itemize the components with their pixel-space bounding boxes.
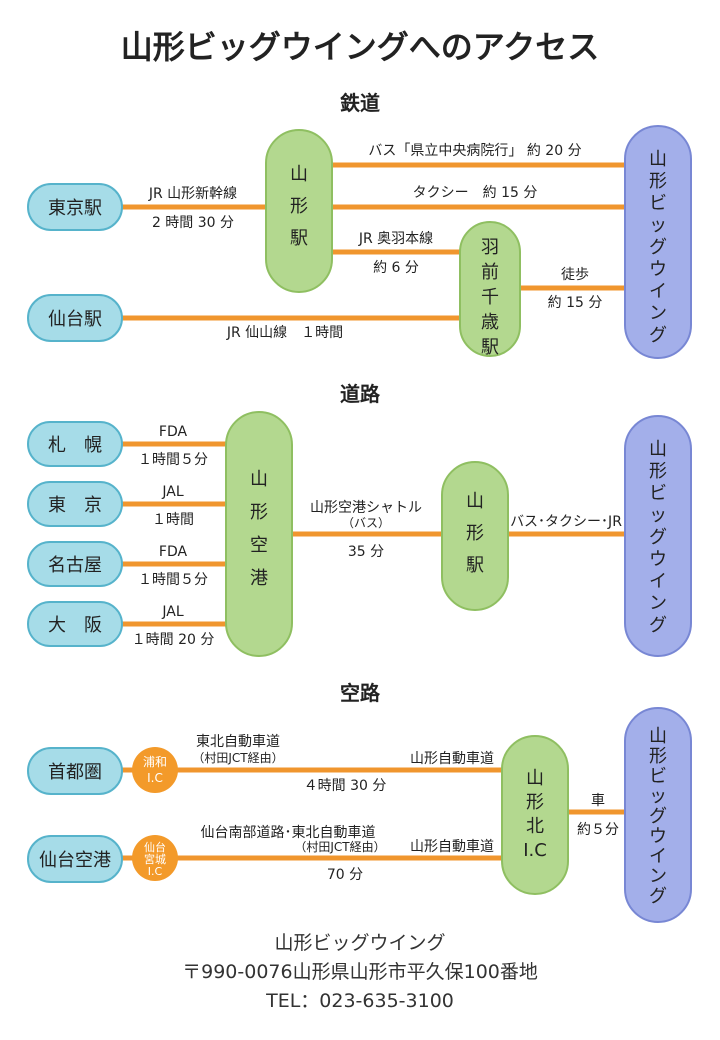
shuttle-label: 山形空港シャトル xyxy=(310,500,422,516)
origin-tokyo: 東 京 xyxy=(27,481,123,527)
time-2: 70 分 xyxy=(327,867,363,883)
flight-3-airline: FDA xyxy=(159,544,188,560)
origin-osaka: 大 阪 xyxy=(27,601,123,647)
air-route-labels: 東北自動車道 （村田JCT経由） 山形自動車道 ４時間 30 分 仙台南部道路･… xyxy=(192,733,619,883)
origin-sendai-station: 仙台駅 xyxy=(27,294,123,342)
access-diagram: 山形ビッグウイングへのアクセス 鉄道 JR 山形新幹線 2 時間 30 分 バス… xyxy=(27,28,692,923)
origin-tokyo-station-label: 東京駅 xyxy=(48,198,102,219)
hub-yamagata-station-label: 山形駅 xyxy=(290,164,308,249)
bus-label: バス「県立中央病院行」 約 20 分 xyxy=(368,143,581,159)
hub-yamagata-airport: 山形空港 xyxy=(225,411,293,657)
senzan-label: JR 仙山線 １時間 xyxy=(226,325,343,341)
air-lines xyxy=(115,767,630,861)
hub-yamagata-kita-ic: 山 形 北 I.C xyxy=(501,735,569,895)
sendai-nanbu-label: 仙台南部道路･東北自動車道 xyxy=(201,824,376,841)
air-heading: 空路 xyxy=(340,681,381,705)
footer-name: 山形ビッグウイング xyxy=(274,932,446,954)
ic-sendai-miyagi-line1: 仙台 xyxy=(144,840,166,854)
flight-1-airline: FDA xyxy=(159,424,188,440)
origin-tokyo-label: 東 京 xyxy=(48,495,102,516)
page-title: 山形ビッグウイングへのアクセス xyxy=(121,28,599,66)
shuttle-sub: （バス） xyxy=(342,516,390,530)
origin-tokyo-station: 東京駅 xyxy=(27,183,123,231)
shinkansen-label: JR 山形新幹線 xyxy=(148,185,237,202)
tohoku-sub: （村田JCT経由） xyxy=(192,751,283,765)
walk-label: 徒歩 xyxy=(561,267,589,283)
footer-tel: TEL：023-635-3100 xyxy=(266,990,454,1012)
origin-nagoya-label: 名古屋 xyxy=(48,555,102,576)
road-lines xyxy=(115,441,630,627)
footer-address: 〒990-0076山形県山形市平久保100番地 xyxy=(182,961,538,983)
railway-heading: 鉄道 xyxy=(340,91,380,115)
car-label: 車 xyxy=(591,792,605,809)
origin-osaka-label: 大 阪 xyxy=(48,615,102,636)
last-leg-label: バス･タクシー･JR xyxy=(510,514,622,530)
sendai-sub: （村田JCT経由） xyxy=(294,840,385,854)
origin-shutoken: 首都圏 xyxy=(27,747,123,795)
taxi-label: タクシー 約 15 分 xyxy=(413,185,538,201)
destination-railway: 山形ビッグウイング xyxy=(624,125,692,359)
ic-sendai-miyagi-line3: I.C xyxy=(148,865,163,878)
origin-sendai-airport-label: 仙台空港 xyxy=(39,850,111,871)
hub-kita-char-4: I.C xyxy=(523,840,547,861)
ic-sendai-miyagi-line2: 宮城 xyxy=(144,852,166,866)
shinkansen-time: 2 時間 30 分 xyxy=(152,215,234,231)
ic-urawa: 浦和 I.C xyxy=(132,747,178,793)
origin-sendai-airport: 仙台空港 xyxy=(27,835,123,883)
flight-1-time: １時間５分 xyxy=(138,452,208,468)
road-route-labels: FDA １時間５分 JAL １時間 FDA １時間５分 JAL １時間 20 分… xyxy=(132,424,623,648)
hub-yamagata-station-road-label: 山形駅 xyxy=(466,491,484,576)
hub-kita-char-1: 山 xyxy=(526,768,544,789)
ic-sendai-miyagi: 仙台 宮城 I.C xyxy=(132,835,178,881)
time-1: ４時間 30 分 xyxy=(304,778,387,794)
ic-urawa-line1: 浦和 xyxy=(143,755,167,769)
tohoku-label: 東北自動車道 xyxy=(196,733,280,750)
origin-sapporo-label: 札 幌 xyxy=(48,435,102,456)
origin-sendai-station-label: 仙台駅 xyxy=(48,309,102,330)
origin-sapporo: 札 幌 xyxy=(27,421,123,467)
origin-nagoya: 名古屋 xyxy=(27,541,123,587)
walk-time: 約 15 分 xyxy=(548,295,603,311)
railway-lines xyxy=(115,162,630,321)
hub-kita-char-3: 北 xyxy=(526,816,544,837)
railway-route-labels: JR 山形新幹線 2 時間 30 分 バス「県立中央病院行」 約 20 分 タク… xyxy=(148,143,603,341)
hub-kita-char-2: 形 xyxy=(526,792,544,813)
hub-uzenchitose-station: 羽前千歳駅 xyxy=(459,221,521,358)
destination-railway-label: 山形ビッグウイング xyxy=(649,149,667,346)
flight-2-time: １時間 xyxy=(152,512,194,528)
shuttle-time: 35 分 xyxy=(348,544,384,560)
flight-4-time: １時間 20 分 xyxy=(132,632,215,648)
hub-yamagata-airport-label: 山形空港 xyxy=(250,469,268,589)
hub-yamagata-station-road: 山形駅 xyxy=(441,461,509,611)
destination-air: 山形ビッグウイング xyxy=(624,707,692,923)
ou-line-time: 約 6 分 xyxy=(373,260,419,276)
hub-uzenchitose-station-label: 羽前千歳駅 xyxy=(481,237,499,358)
car-time: 約５分 xyxy=(577,822,619,838)
road-heading: 道路 xyxy=(340,382,381,406)
destination-road: 山形ビッグウイング xyxy=(624,415,692,657)
yamagata-exp-2: 山形自動車道 xyxy=(410,838,494,855)
flight-2-airline: JAL xyxy=(161,484,183,500)
destination-road-label: 山形ビッグウイング xyxy=(649,439,667,636)
origin-shutoken-label: 首都圏 xyxy=(48,762,102,783)
flight-3-time: １時間５分 xyxy=(138,572,208,588)
hub-yamagata-station: 山形駅 xyxy=(265,129,333,293)
yamagata-exp-1: 山形自動車道 xyxy=(410,750,494,767)
ic-urawa-line2: I.C xyxy=(147,771,163,785)
destination-air-label: 山形ビッグウイング xyxy=(649,726,667,907)
ou-line-label: JR 奥羽本線 xyxy=(358,230,433,247)
flight-4-airline: JAL xyxy=(161,604,183,620)
